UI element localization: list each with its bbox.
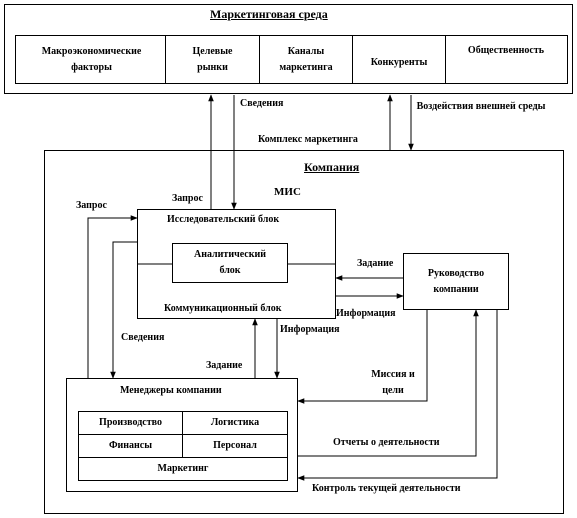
- analytic-block: [172, 243, 288, 283]
- management-box: [403, 253, 509, 310]
- label-control: Контроль текущей деятельности: [312, 483, 461, 494]
- arrow-control: [297, 310, 498, 481]
- dept-marketing: Маркетинг: [157, 463, 209, 474]
- factor-public: Общественность: [467, 45, 545, 56]
- label-task-bottom: Задание: [206, 360, 243, 371]
- label-request-top: Запрос: [172, 193, 203, 204]
- dept-production: Производство: [99, 417, 162, 428]
- label-information-center: Информация: [280, 324, 340, 335]
- label-request-left: Запрос: [76, 200, 107, 211]
- label-reports: Отчеты о деятельности: [333, 437, 440, 448]
- company-title: Компания: [304, 160, 360, 174]
- label-complex: Комплекс маркетинга: [258, 134, 358, 145]
- label-mission: Миссия и цели: [371, 369, 415, 396]
- dept-logistics: Логистика: [210, 417, 260, 428]
- arrow-request-managers: [87, 215, 138, 378]
- factor-marketing-channels: Каналы маркетинга: [279, 45, 333, 73]
- environment-title: Маркетинговая среда: [210, 7, 328, 21]
- research-block: Исследовательский блок: [167, 214, 280, 225]
- factor-target-markets: Целевые рынки: [192, 45, 233, 73]
- factor-competitors: Конкуренты: [370, 56, 428, 68]
- label-info-top: Сведения: [240, 98, 284, 109]
- label-task-right: Задание: [357, 258, 394, 269]
- dept-finance: Финансы: [108, 440, 153, 451]
- label-info-left: Сведения: [121, 332, 165, 343]
- management-label: Руководство компании: [427, 267, 485, 295]
- mis-box: [137, 209, 336, 319]
- label-information-right: Информация: [336, 308, 396, 319]
- factor-macroeconomic: Макроэкономические факторы: [41, 45, 142, 73]
- arrow-info-to-managers: [110, 241, 137, 379]
- mis-label: МИС: [274, 186, 301, 198]
- analytic-block-label: Аналитический блок: [193, 249, 267, 276]
- communication-block: Коммуникационный блок: [164, 303, 282, 314]
- label-impact: Воздействия внешней среды: [416, 101, 546, 112]
- arrow-reports: [298, 309, 479, 457]
- arrow-mission: [297, 310, 428, 404]
- departments-grid: [78, 411, 288, 481]
- managers-title: Менеджеры компании: [120, 385, 222, 396]
- environment-factors-row: [15, 35, 568, 84]
- company-box: [44, 150, 564, 514]
- dept-personnel: Персонал: [213, 440, 257, 451]
